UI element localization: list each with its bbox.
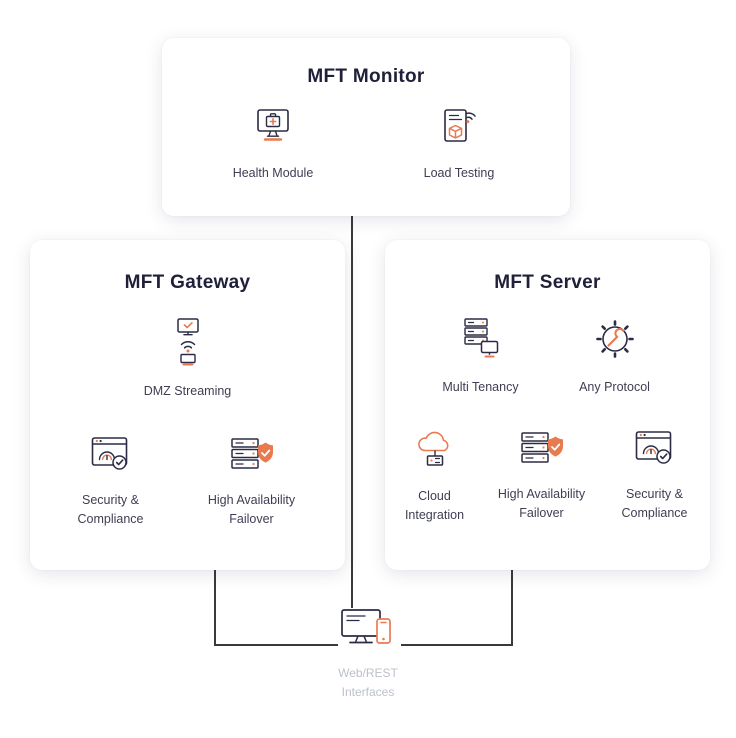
any-protocol-item: Any Protocol bbox=[565, 316, 665, 397]
load-testing-item: Load Testing bbox=[409, 108, 509, 183]
cloud-integration-label: Cloud Integration bbox=[404, 488, 465, 522]
gateway-row1: DMZ Streaming bbox=[30, 316, 345, 401]
gateway-row2: Security & Compliance bbox=[30, 435, 345, 529]
monitor-items-row: Health Module Load Testing bbox=[162, 108, 570, 183]
web-rest-interfaces-label: Web/REST Interfaces bbox=[338, 666, 398, 699]
connector-gateway-horizontal bbox=[214, 644, 338, 646]
cloud-integration-item: Cloud Integration bbox=[399, 429, 471, 525]
multi-tenancy-label: Multi Tenancy bbox=[442, 380, 519, 394]
gateway-high-availability-item: High Availability Failover bbox=[197, 435, 307, 529]
gateway-security-compliance-item: Security & Compliance bbox=[69, 435, 153, 529]
server-row2: Cloud Integration Hig bbox=[385, 429, 710, 525]
health-module-icon bbox=[250, 108, 296, 153]
server-high-availability-item: High Availability Failover bbox=[487, 429, 597, 523]
health-module-item: Health Module bbox=[223, 108, 323, 183]
dmz-streaming-item: DMZ Streaming bbox=[138, 316, 238, 401]
mft-monitor-title: MFT Monitor bbox=[307, 66, 425, 87]
any-protocol-label: Any Protocol bbox=[579, 380, 650, 394]
security-compliance-icon bbox=[88, 435, 134, 480]
connector-monitor-to-interfaces bbox=[351, 216, 353, 608]
load-testing-label: Load Testing bbox=[423, 166, 495, 180]
connector-gateway-down bbox=[214, 570, 216, 646]
connector-server-down bbox=[511, 570, 513, 646]
gateway-security-compliance-label: Security & Compliance bbox=[77, 492, 144, 526]
mft-server-title: MFT Server bbox=[494, 272, 601, 293]
security-compliance-icon bbox=[632, 429, 678, 474]
server-high-availability-label: High Availability Failover bbox=[497, 486, 586, 520]
multi-tenancy-item: Multi Tenancy bbox=[431, 316, 531, 397]
server-row1: Multi Tenancy bbox=[385, 316, 710, 397]
load-testing-icon bbox=[436, 108, 482, 153]
connector-server-horizontal bbox=[401, 644, 513, 646]
cloud-integration-icon bbox=[412, 429, 458, 476]
server-security-compliance-item: Security & Compliance bbox=[613, 429, 697, 523]
server-security-compliance-label: Security & Compliance bbox=[621, 486, 688, 520]
health-module-label: Health Module bbox=[232, 166, 314, 180]
web-rest-interfaces-icon bbox=[337, 609, 399, 662]
high-availability-failover-icon bbox=[228, 435, 276, 480]
high-availability-failover-icon bbox=[518, 429, 566, 474]
dmz-streaming-label: DMZ Streaming bbox=[143, 384, 232, 398]
multi-tenancy-icon bbox=[458, 316, 504, 367]
any-protocol-icon bbox=[592, 316, 638, 367]
dmz-streaming-icon bbox=[166, 316, 210, 371]
mft-monitor-card: MFT Monitor Health Module bbox=[162, 38, 570, 216]
mft-gateway-card: MFT Gateway DMZ Stream bbox=[30, 240, 345, 570]
mft-gateway-title: MFT Gateway bbox=[124, 272, 251, 293]
gateway-high-availability-label: High Availability Failover bbox=[207, 492, 296, 526]
mft-server-card: MFT Server bbox=[385, 240, 710, 570]
web-rest-interfaces-node bbox=[337, 606, 399, 663]
